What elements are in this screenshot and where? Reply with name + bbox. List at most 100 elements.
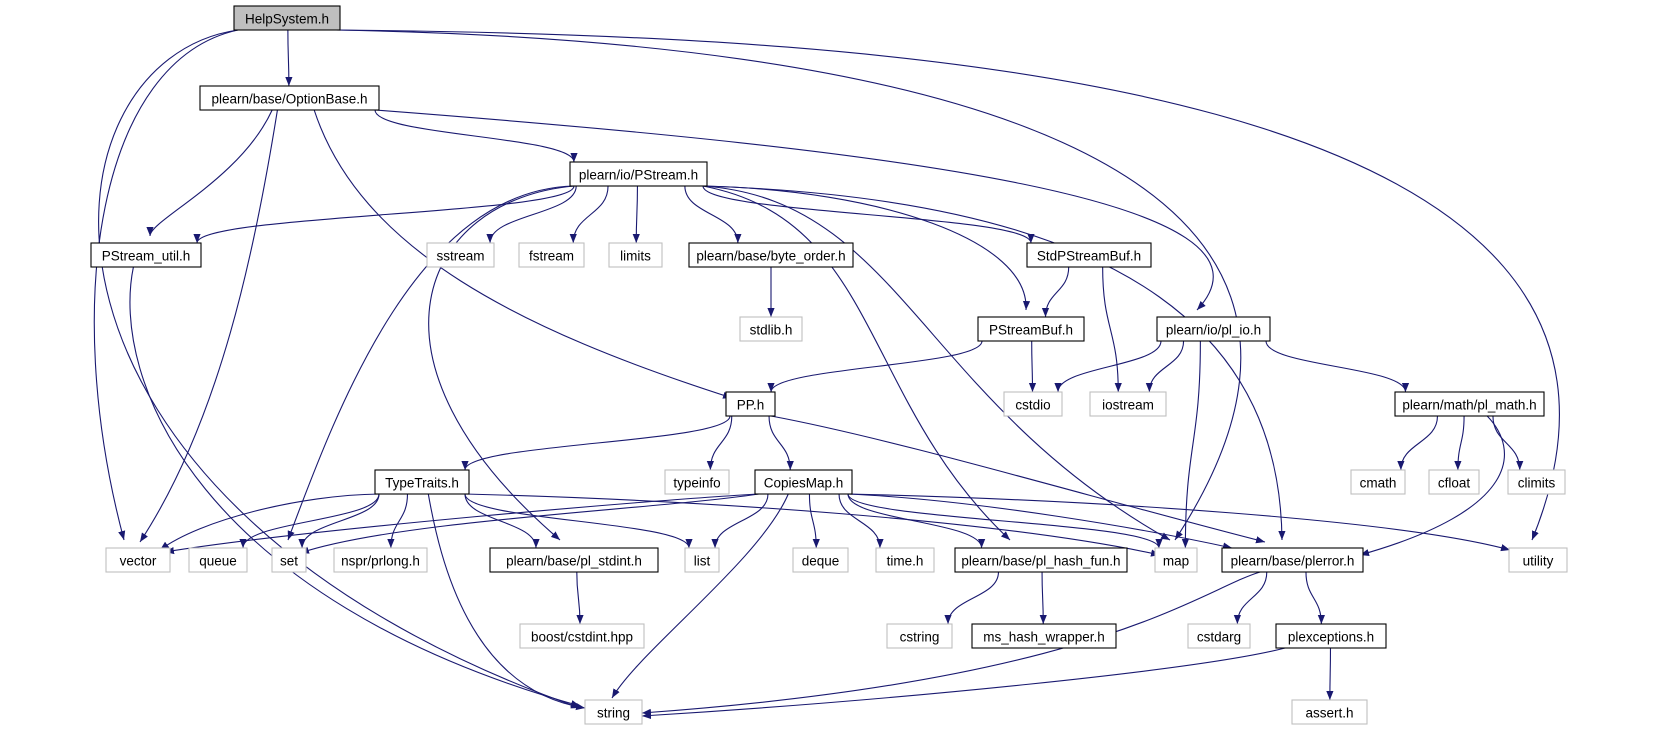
node-stdlib: stdlib.h (739, 316, 803, 342)
node-set: set (271, 547, 307, 573)
node-list: list (684, 547, 720, 573)
edge-pstream-to-pstreambuf (702, 185, 1031, 311)
edge-pl_io-to-pl_math (1265, 340, 1410, 393)
node-pl_stdint[interactable]: plearn/base/pl_stdint.h (489, 547, 659, 573)
node-label-list: list (694, 554, 711, 569)
node-box-limits (608, 242, 663, 268)
node-byte_order[interactable]: plearn/base/byte_order.h (688, 242, 854, 268)
edge-plexceptions-to-assert (1326, 647, 1334, 701)
node-cstdio: cstdio (1003, 391, 1063, 417)
node-label-string: string (597, 706, 630, 721)
node-pl_io[interactable]: plearn/io/pl_io.h (1156, 316, 1271, 342)
edge-pl_io-to-map (1181, 340, 1201, 549)
node-box-set (271, 547, 307, 573)
node-limits: limits (608, 242, 663, 268)
edge-pstreambuf-to-cstdio (1028, 340, 1037, 393)
node-label-sstream: sstream (436, 249, 484, 264)
edge-pl_hash_fun-to-cstring (944, 571, 1000, 625)
node-label-limits: limits (620, 249, 651, 264)
node-label-ms_hash_wrapper: ms_hash_wrapper.h (983, 630, 1105, 645)
node-label-typetraits: TypeTraits.h (385, 476, 459, 491)
node-label-byte_order: plearn/base/byte_order.h (696, 249, 845, 264)
edge-optionbase-to-vector (139, 109, 278, 543)
node-optionbase[interactable]: plearn/base/OptionBase.h (199, 85, 380, 111)
node-label-iostream: iostream (1102, 398, 1154, 413)
edge-pl_stdint-to-boost_cstdint (576, 571, 584, 625)
node-timeh: time.h (875, 547, 935, 573)
node-plerror[interactable]: plearn/base/plerror.h (1221, 547, 1364, 573)
node-assert: assert.h (1291, 699, 1368, 725)
node-box-cfloat (1428, 469, 1480, 495)
node-label-pl_io: plearn/io/pl_io.h (1166, 323, 1261, 338)
node-label-plerror: plearn/base/plerror.h (1231, 554, 1355, 569)
node-cstring: cstring (886, 623, 953, 649)
node-box-map (1154, 547, 1198, 573)
node-boost_cstdint: boost/cstdint.hpp (519, 623, 645, 649)
node-box-cmath (1350, 469, 1406, 495)
node-box-assert (1291, 699, 1368, 725)
node-deque: deque (792, 547, 849, 573)
edge-stdpstreambuf-to-pstreambuf (1041, 266, 1070, 318)
edge-pstream-to-plerror (702, 185, 1286, 541)
node-box-typetraits (374, 469, 470, 495)
node-label-cstdio: cstdio (1015, 398, 1050, 413)
node-box-stdpstreambuf (1026, 242, 1152, 268)
node-pstream_util[interactable]: PStream_util.h (90, 242, 202, 268)
edge-copiesmap-to-pl_hash_fun (847, 493, 986, 549)
node-pl_hash_fun[interactable]: plearn/base/pl_hash_fun.h (954, 547, 1128, 573)
node-label-typeinfo: typeinfo (673, 476, 720, 491)
edge-pstream-to-stdpstreambuf (702, 185, 1035, 244)
node-pp[interactable]: PP.h (725, 391, 776, 417)
node-box-pl_math (1394, 391, 1545, 417)
node-box-vector (105, 547, 171, 573)
node-plexceptions[interactable]: plexceptions.h (1275, 623, 1387, 649)
node-box-pstream (569, 161, 708, 187)
edge-copiesmap-to-deque (808, 493, 820, 549)
edge-pstreambuf-to-pp (767, 340, 983, 393)
edges-layer (93, 29, 1560, 720)
node-iostream: iostream (1089, 391, 1167, 417)
edge-optionbase-to-pstream (374, 109, 578, 163)
node-typetraits[interactable]: TypeTraits.h (374, 469, 470, 495)
node-sstream: sstream (426, 242, 495, 268)
edge-pl_hash_fun-to-ms_hash_wrapper (1039, 571, 1047, 625)
node-pl_math[interactable]: plearn/math/pl_math.h (1394, 391, 1545, 417)
node-ms_hash_wrapper[interactable]: ms_hash_wrapper.h (971, 623, 1117, 649)
node-label-helpsystem: HelpSystem.h (245, 12, 329, 27)
edge-pstream-to-map (702, 185, 1171, 541)
edge-typetraits-to-pl_stdint (464, 493, 540, 549)
node-box-queue (188, 547, 248, 573)
node-stdpstreambuf[interactable]: StdPStreamBuf.h (1026, 242, 1152, 268)
node-box-pstreambuf (977, 316, 1085, 342)
node-box-deque (792, 547, 849, 573)
node-label-optionbase: plearn/base/OptionBase.h (211, 92, 367, 107)
node-helpsystem: HelpSystem.h (233, 5, 341, 31)
edge-pl_io-to-cstdio (1054, 340, 1162, 393)
node-box-iostream (1089, 391, 1167, 417)
node-label-pl_stdint: plearn/base/pl_stdint.h (506, 554, 642, 569)
node-copiesmap[interactable]: CopiesMap.h (754, 469, 853, 495)
node-box-timeh (875, 547, 935, 573)
node-pstream[interactable]: plearn/io/PStream.h (569, 161, 708, 187)
node-prlong: nspr/prlong.h (333, 547, 428, 573)
node-label-assert: assert.h (1305, 706, 1353, 721)
edge-copiesmap-to-timeh (838, 493, 884, 549)
node-label-cstring: cstring (900, 630, 940, 645)
edge-pstream-to-sstream (486, 185, 577, 244)
node-label-deque: deque (802, 554, 840, 569)
node-label-timeh: time.h (887, 554, 924, 569)
edge-copiesmap-to-vector (164, 493, 760, 555)
node-box-cstring (886, 623, 953, 649)
edge-pstream-to-byte_order (684, 185, 742, 244)
node-pstreambuf[interactable]: PStreamBuf.h (977, 316, 1085, 342)
edge-optionbase-to-pstream_util (146, 109, 273, 237)
node-label-prlong: nspr/prlong.h (341, 554, 420, 569)
node-label-set: set (280, 554, 298, 569)
node-label-stdpstreambuf: StdPStreamBuf.h (1037, 249, 1141, 264)
edge-pstream_util-to-string (129, 266, 581, 708)
edge-plexceptions-to-string (641, 647, 1286, 720)
node-box-pl_io (1156, 316, 1271, 342)
node-box-cstdarg (1187, 623, 1251, 649)
edge-stdpstreambuf-to-iostream (1102, 266, 1122, 393)
node-map: map (1154, 547, 1198, 573)
